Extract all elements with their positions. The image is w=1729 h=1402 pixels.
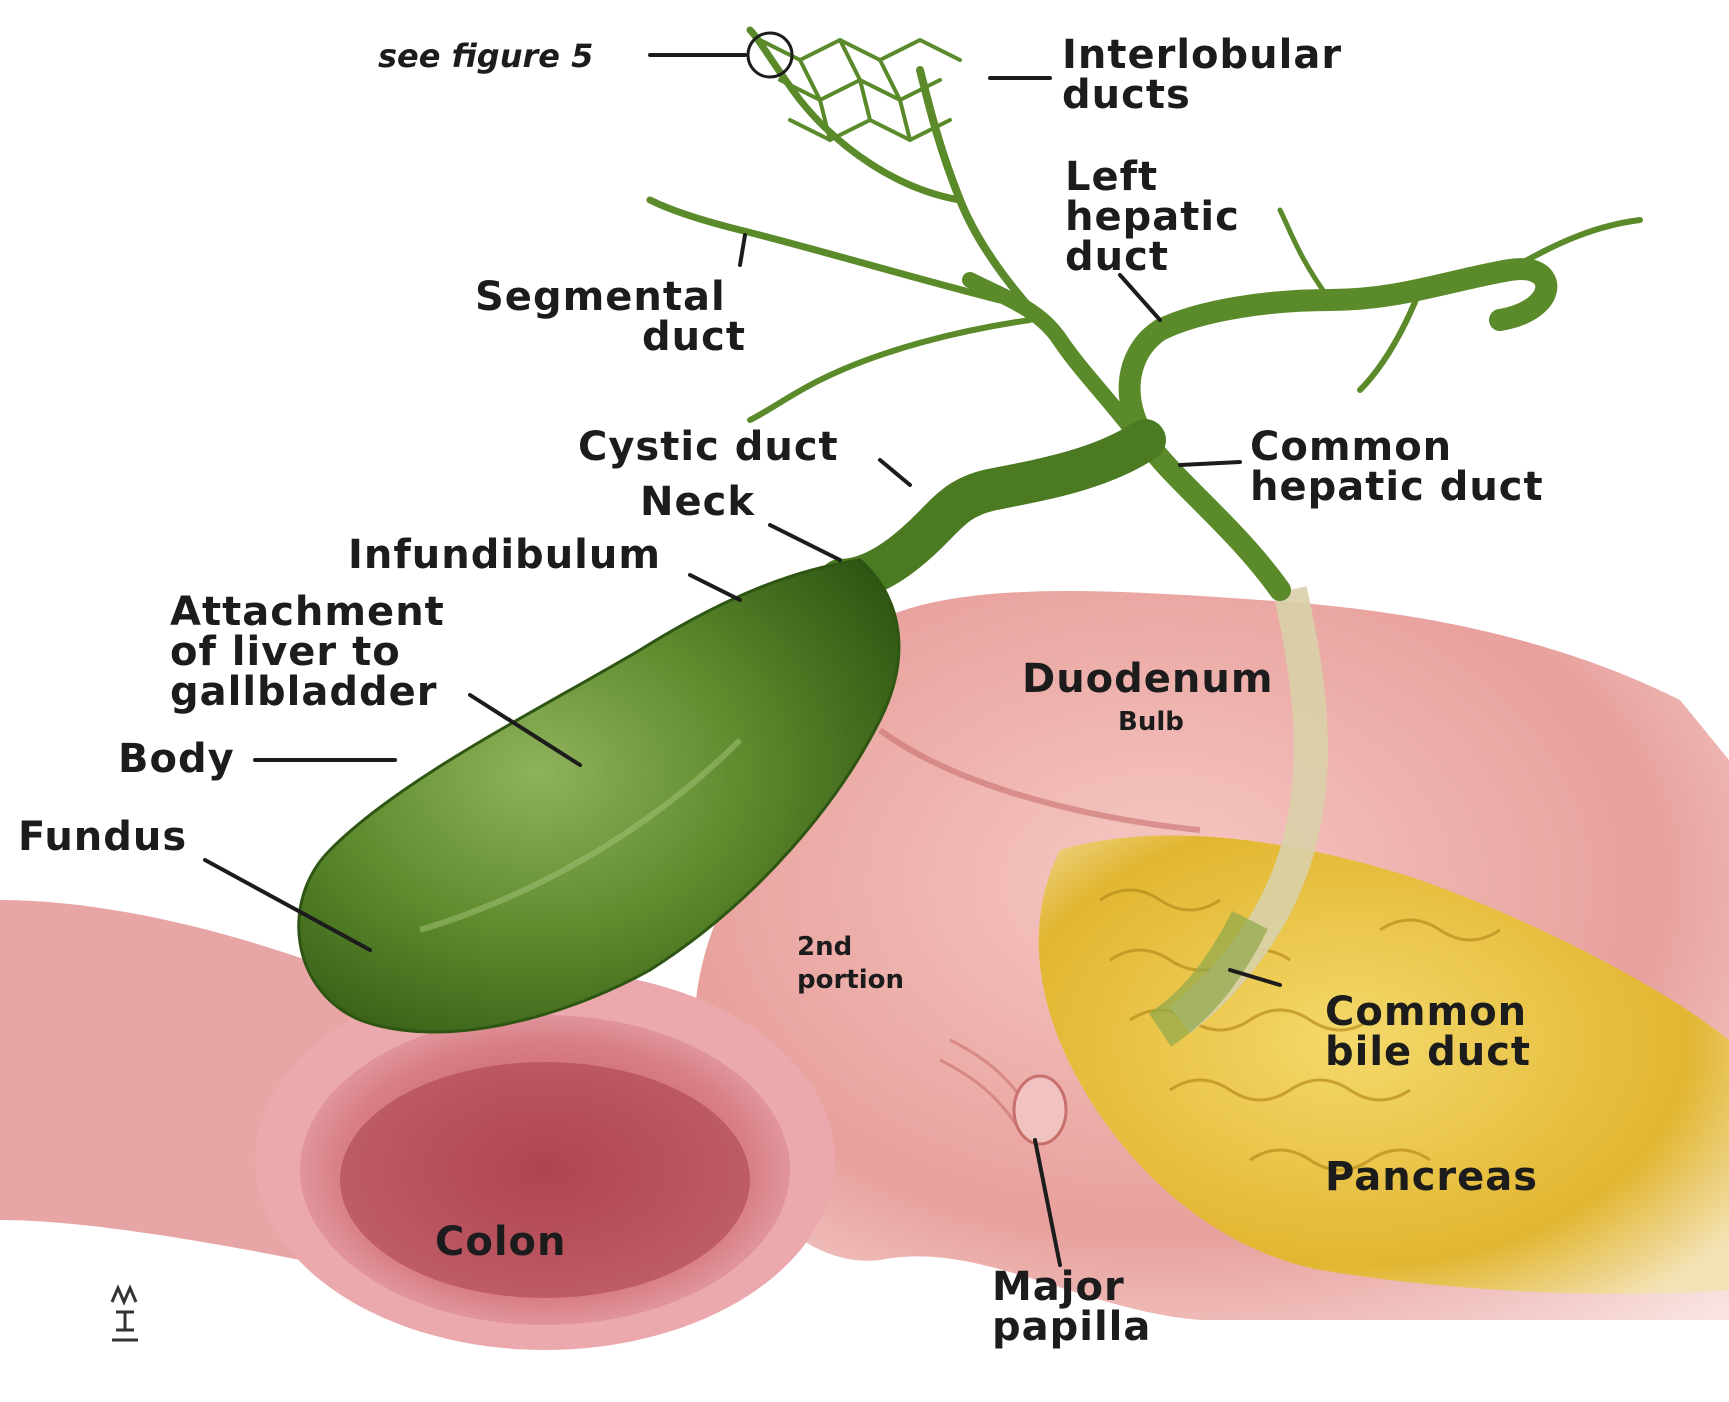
infundibulum-label: Infundibulum <box>348 532 661 578</box>
see-figure-label: see figure 5 <box>378 37 593 75</box>
common-hepatic-duct-label-line2: hepatic duct <box>1250 464 1544 510</box>
colon-label: Colon <box>435 1219 567 1265</box>
pancreas-label: Pancreas <box>1325 1154 1538 1200</box>
cystic-duct-label: Cystic duct <box>578 424 839 470</box>
second-portion-label-line1: 2nd <box>797 932 852 962</box>
body-label: Body <box>118 736 235 782</box>
fundus-label: Fundus <box>18 814 187 860</box>
bulb-label: Bulb <box>1118 707 1184 737</box>
artist-signature-mark <box>112 1288 138 1340</box>
left-hepatic-duct-label-line3: duct <box>1065 234 1169 280</box>
attachment-label-line3: gallbladder <box>170 669 438 715</box>
major-papilla-shape <box>1014 1076 1066 1144</box>
major-papilla-label-line2: papilla <box>992 1304 1151 1350</box>
common-bile-duct-label-line2: bile duct <box>1325 1029 1531 1075</box>
second-portion-label-line2: portion <box>797 965 904 995</box>
duodenum-label: Duodenum <box>1022 656 1274 702</box>
neck-label: Neck <box>640 479 755 525</box>
segmental-duct-label-line2: duct <box>642 314 746 360</box>
interlobular-ducts-label-line2: ducts <box>1062 72 1191 118</box>
